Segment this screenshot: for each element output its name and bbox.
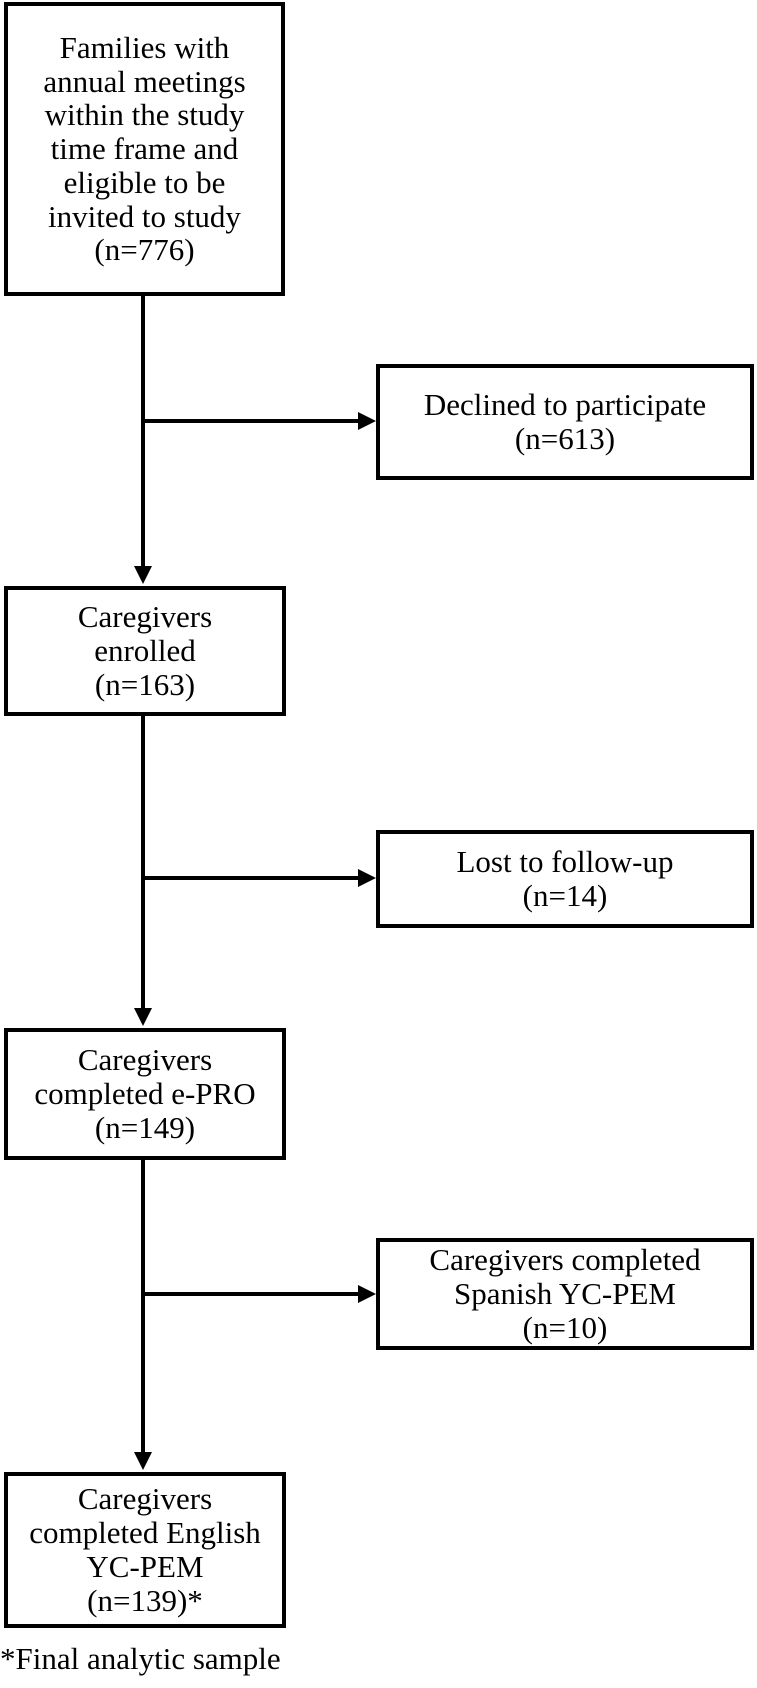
box-families-line-1: Families with — [59, 29, 230, 65]
connector-families-to-enrolled — [141, 296, 145, 566]
connector-enrolled-to-epro — [141, 716, 145, 1008]
box-epro-line-1: Caregivers — [77, 1042, 213, 1078]
box-declined-count: (n=613) — [514, 421, 616, 456]
box-families-line-5: eligible to be — [63, 164, 226, 200]
arrow-to-spanish — [358, 1285, 376, 1303]
box-lost-label: Lost to follow-up — [456, 844, 674, 880]
box-enrolled-count: (n=163) — [94, 666, 196, 702]
arrow-to-completed-epro — [134, 1008, 152, 1026]
branch-to-lost — [143, 876, 358, 880]
arrow-to-enrolled — [134, 566, 152, 584]
box-families-eligible: Families with annual meetings within the… — [4, 2, 285, 296]
box-lost-to-follow-up: Lost to follow-up (n=14) — [376, 830, 754, 928]
arrow-to-declined — [358, 412, 376, 430]
box-families-line-4: time frame and — [50, 131, 239, 167]
footnote-final-analytic-sample: *Final analytic sample — [0, 1641, 281, 1676]
box-enrolled-line-2: enrolled — [94, 633, 196, 669]
connector-epro-to-english — [141, 1160, 145, 1452]
box-english-count: (n=139)* — [87, 1582, 203, 1618]
box-spanish-yc-pem: Caregivers completed Spanish YC-PEM (n=1… — [376, 1238, 754, 1350]
box-lost-count: (n=14) — [522, 878, 608, 913]
box-english-line-1: Caregivers — [77, 1481, 213, 1517]
box-families-line-6: invited to study — [48, 198, 241, 234]
box-epro-line-2: completed e-PRO — [34, 1076, 256, 1112]
box-declined-label: Declined to participate — [423, 387, 707, 423]
arrow-to-english — [134, 1452, 152, 1470]
box-spanish-count: (n=10) — [522, 1309, 608, 1345]
branch-to-spanish — [143, 1292, 358, 1296]
box-enrolled: Caregivers enrolled (n=163) — [4, 586, 286, 716]
box-completed-epro: Caregivers completed e-PRO (n=149) — [4, 1028, 286, 1160]
box-enrolled-line-1: Caregivers — [77, 599, 213, 635]
box-english-yc-pem: Caregivers completed English YC-PEM (n=1… — [4, 1472, 286, 1628]
box-spanish-line-1: Caregivers completed — [429, 1242, 701, 1278]
box-families-count: (n=776) — [94, 232, 195, 268]
box-spanish-line-2: Spanish YC-PEM — [454, 1276, 676, 1312]
box-declined: Declined to participate (n=613) — [376, 364, 754, 480]
arrow-to-lost — [358, 869, 376, 887]
box-families-line-3: within the study — [44, 97, 245, 133]
box-english-line-3: YC-PEM — [86, 1549, 204, 1584]
box-epro-count: (n=149) — [94, 1109, 196, 1145]
box-families-line-2: annual meetings — [43, 63, 246, 99]
branch-to-declined — [143, 419, 358, 423]
box-english-line-2: completed English — [29, 1515, 261, 1551]
